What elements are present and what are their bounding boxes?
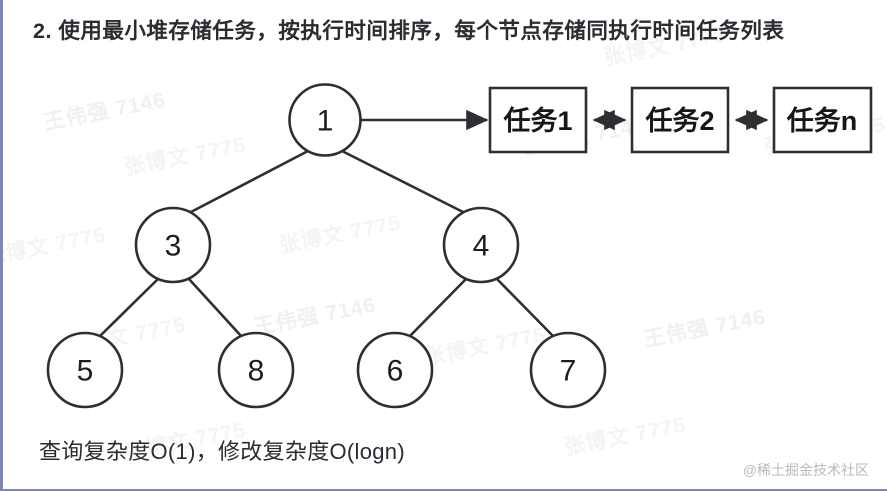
tree-edge-4-6 xyxy=(407,277,468,339)
task-box-task1[interactable]: 任务1 xyxy=(488,86,588,154)
tree-edge-4-7 xyxy=(495,277,556,339)
heap-node-7[interactable]: 7 xyxy=(529,331,607,409)
heap-node-label: 8 xyxy=(248,355,265,388)
heap-node-circle xyxy=(288,83,362,157)
heap-diagram: 1 3 4 5 8 6 7 xyxy=(46,83,873,409)
task-box-taskn[interactable]: 任务n xyxy=(772,86,873,154)
tree-edge-root-3 xyxy=(187,149,310,215)
heap-node-8[interactable]: 8 xyxy=(217,331,295,409)
task-box-rect xyxy=(630,86,730,154)
attribution-label: @稀土掘金技术社区 xyxy=(742,462,869,478)
task-box-group: 任务1 任务2 任务n xyxy=(488,86,873,154)
heap-node-circle xyxy=(529,331,607,409)
heap-node-circle xyxy=(356,331,434,409)
heap-node-root[interactable]: 1 xyxy=(288,83,362,157)
task-box-label: 任务n xyxy=(786,106,858,136)
task-box-rect xyxy=(772,86,873,154)
tree-edge-3-8 xyxy=(187,277,244,339)
task-box-task2[interactable]: 任务2 xyxy=(630,86,730,154)
heap-node-label: 4 xyxy=(473,230,490,263)
heap-node-label: 5 xyxy=(77,355,94,388)
task-box-label: 任务1 xyxy=(502,106,572,136)
page-title: 2. 使用最小堆存储任务，按执行时间排序，每个节点存储同执行时间任务列表 xyxy=(33,19,785,43)
heap-node-circle xyxy=(134,206,212,284)
heap-node-6[interactable]: 6 xyxy=(356,331,434,409)
heap-node-label: 7 xyxy=(560,355,577,388)
heap-node-label: 1 xyxy=(317,105,334,138)
tree-edge-3-5 xyxy=(97,277,160,339)
heap-node-label: 3 xyxy=(165,230,182,263)
heap-node-label: 6 xyxy=(387,355,404,388)
task-box-label: 任务2 xyxy=(644,106,714,136)
heap-node-3[interactable]: 3 xyxy=(134,206,212,284)
heap-node-4[interactable]: 4 xyxy=(442,206,520,284)
task-box-rect xyxy=(488,86,588,154)
heap-node-circle xyxy=(442,206,520,284)
tree-node-group: 1 3 4 5 8 6 7 xyxy=(46,83,607,409)
heap-node-circle xyxy=(217,331,295,409)
complexity-note: 查询复杂度O(1)，修改复杂度O(logn) xyxy=(39,439,405,464)
tree-edge-group xyxy=(97,149,556,339)
tree-edge-root-4 xyxy=(340,149,467,215)
heap-node-circle xyxy=(46,331,124,409)
heap-node-5[interactable]: 5 xyxy=(46,331,124,409)
